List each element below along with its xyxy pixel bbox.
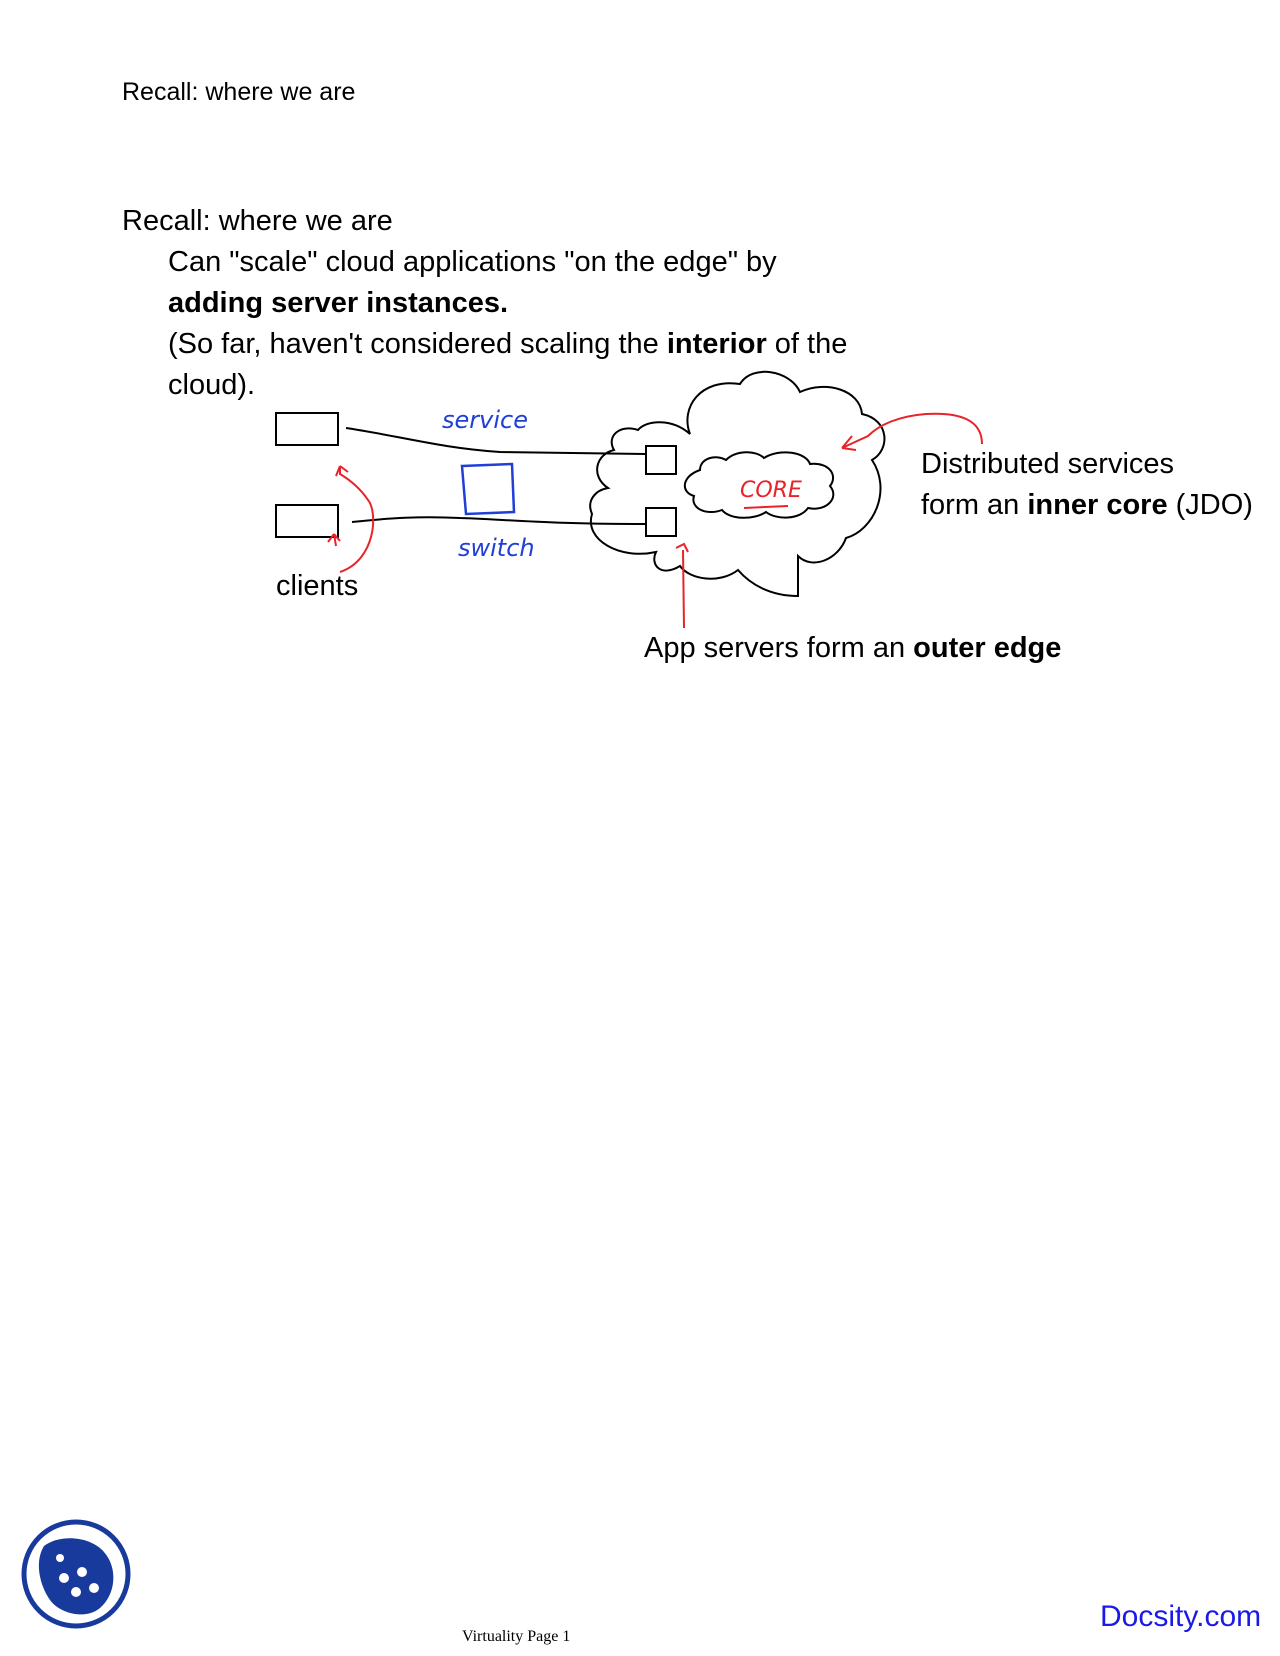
inner-core-caption-end: (JDO) [1167, 489, 1253, 521]
interior-bold: interior [666, 328, 767, 360]
outer-cloud-outline [589, 370, 886, 598]
inner-core-caption: form an inner core (JDO) [921, 489, 1253, 522]
app-servers-caption: App servers form an outer edge [644, 632, 1061, 665]
page-footer: Virtuality Page 1 [462, 1628, 571, 1645]
app-servers-caption-start: App servers form an [644, 632, 914, 664]
distributed-services-label: Distributed services [921, 448, 1175, 480]
cloud-diagram: service switch CORE [275, 370, 983, 629]
connection-line-bottom [351, 516, 647, 525]
inner-core-bold: inner core [1027, 489, 1168, 521]
slide-title: Recall: where we are [122, 205, 393, 237]
switch-box [460, 462, 516, 516]
connection-line-top [345, 427, 647, 455]
docsity-brand-link[interactable]: Docsity.com [1100, 1600, 1262, 1633]
page-header: Recall: where we are [122, 78, 356, 106]
client-box-bottom [275, 504, 339, 538]
inner-core-outline [684, 451, 835, 519]
app-server-box-bottom [645, 507, 677, 537]
inner-core-caption-start: form an [921, 489, 1028, 521]
app-server-box-top [645, 445, 677, 475]
body-line-interior-start: (So far, haven't considered scaling the [168, 328, 667, 360]
core-underline [743, 505, 789, 509]
client-box-top [275, 412, 339, 446]
body-line-adding-servers: adding server instances. [168, 287, 509, 319]
outer-edge-bold: outer edge [913, 632, 1062, 664]
body-line-interior-end: of the [766, 328, 848, 360]
switch-label: switch [458, 534, 535, 562]
service-label: service [442, 406, 528, 434]
body-line-cloud: cloud). [168, 369, 256, 401]
clients-label: clients [276, 570, 359, 602]
inner-core-arrow [841, 412, 983, 451]
clients-arrow-up [327, 533, 341, 547]
clients-curved-arrow [335, 465, 375, 573]
app-servers-arrow [675, 542, 689, 629]
docsity-logo-icon [21, 1519, 131, 1629]
core-label: CORE [740, 478, 802, 503]
body-line-interior: (So far, haven't considered scaling the … [168, 324, 847, 365]
body-line-scale: Can "scale" cloud applications "on the e… [168, 246, 777, 278]
